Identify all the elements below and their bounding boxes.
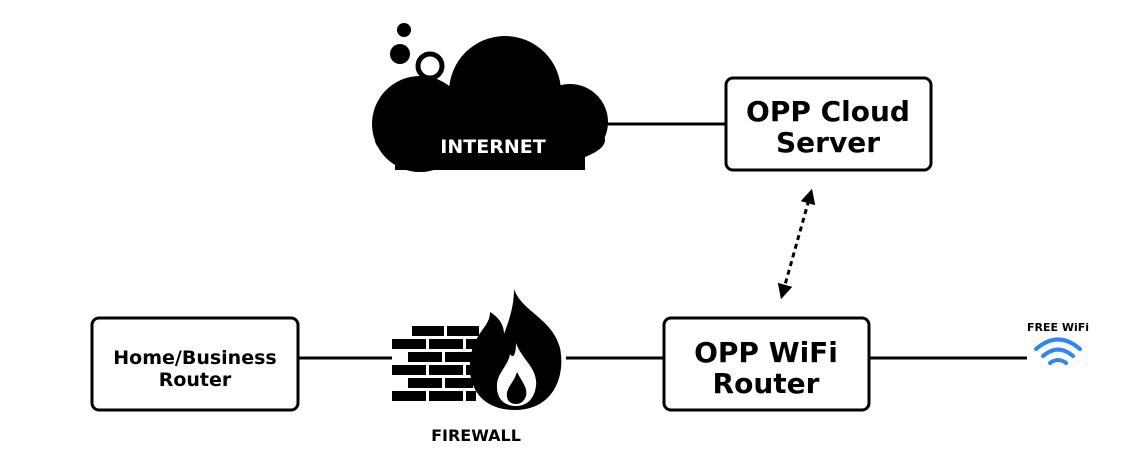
- free-wifi-group: FREE WiFi: [1027, 321, 1089, 365]
- internet-cloud-icon: INTERNET: [372, 23, 608, 172]
- wifi-router-label-line2: Router: [713, 367, 820, 400]
- wifi-router-label-line1: OPP WiFi: [694, 336, 838, 369]
- firewall-label: FIREWALL: [431, 426, 521, 445]
- cloud-server-label-line1: OPP Cloud: [746, 95, 910, 128]
- cloud-server-node: OPP Cloud Server: [724, 76, 933, 172]
- cloud-server-label-line2: Server: [776, 126, 880, 159]
- firewall-icon: FIREWALL: [392, 289, 562, 445]
- home-router-label-line2: Router: [159, 369, 232, 391]
- wifi-signal-icon: [1034, 337, 1082, 365]
- bidirectional-dashed-arrow: [777, 188, 816, 300]
- home-router-node: Home/Business Router: [90, 316, 300, 412]
- home-router-label-line1: Home/Business: [113, 347, 276, 369]
- wifi-router-node: OPP WiFi Router: [662, 316, 871, 412]
- internet-label: INTERNET: [440, 136, 545, 158]
- free-wifi-label: FREE WiFi: [1027, 321, 1089, 334]
